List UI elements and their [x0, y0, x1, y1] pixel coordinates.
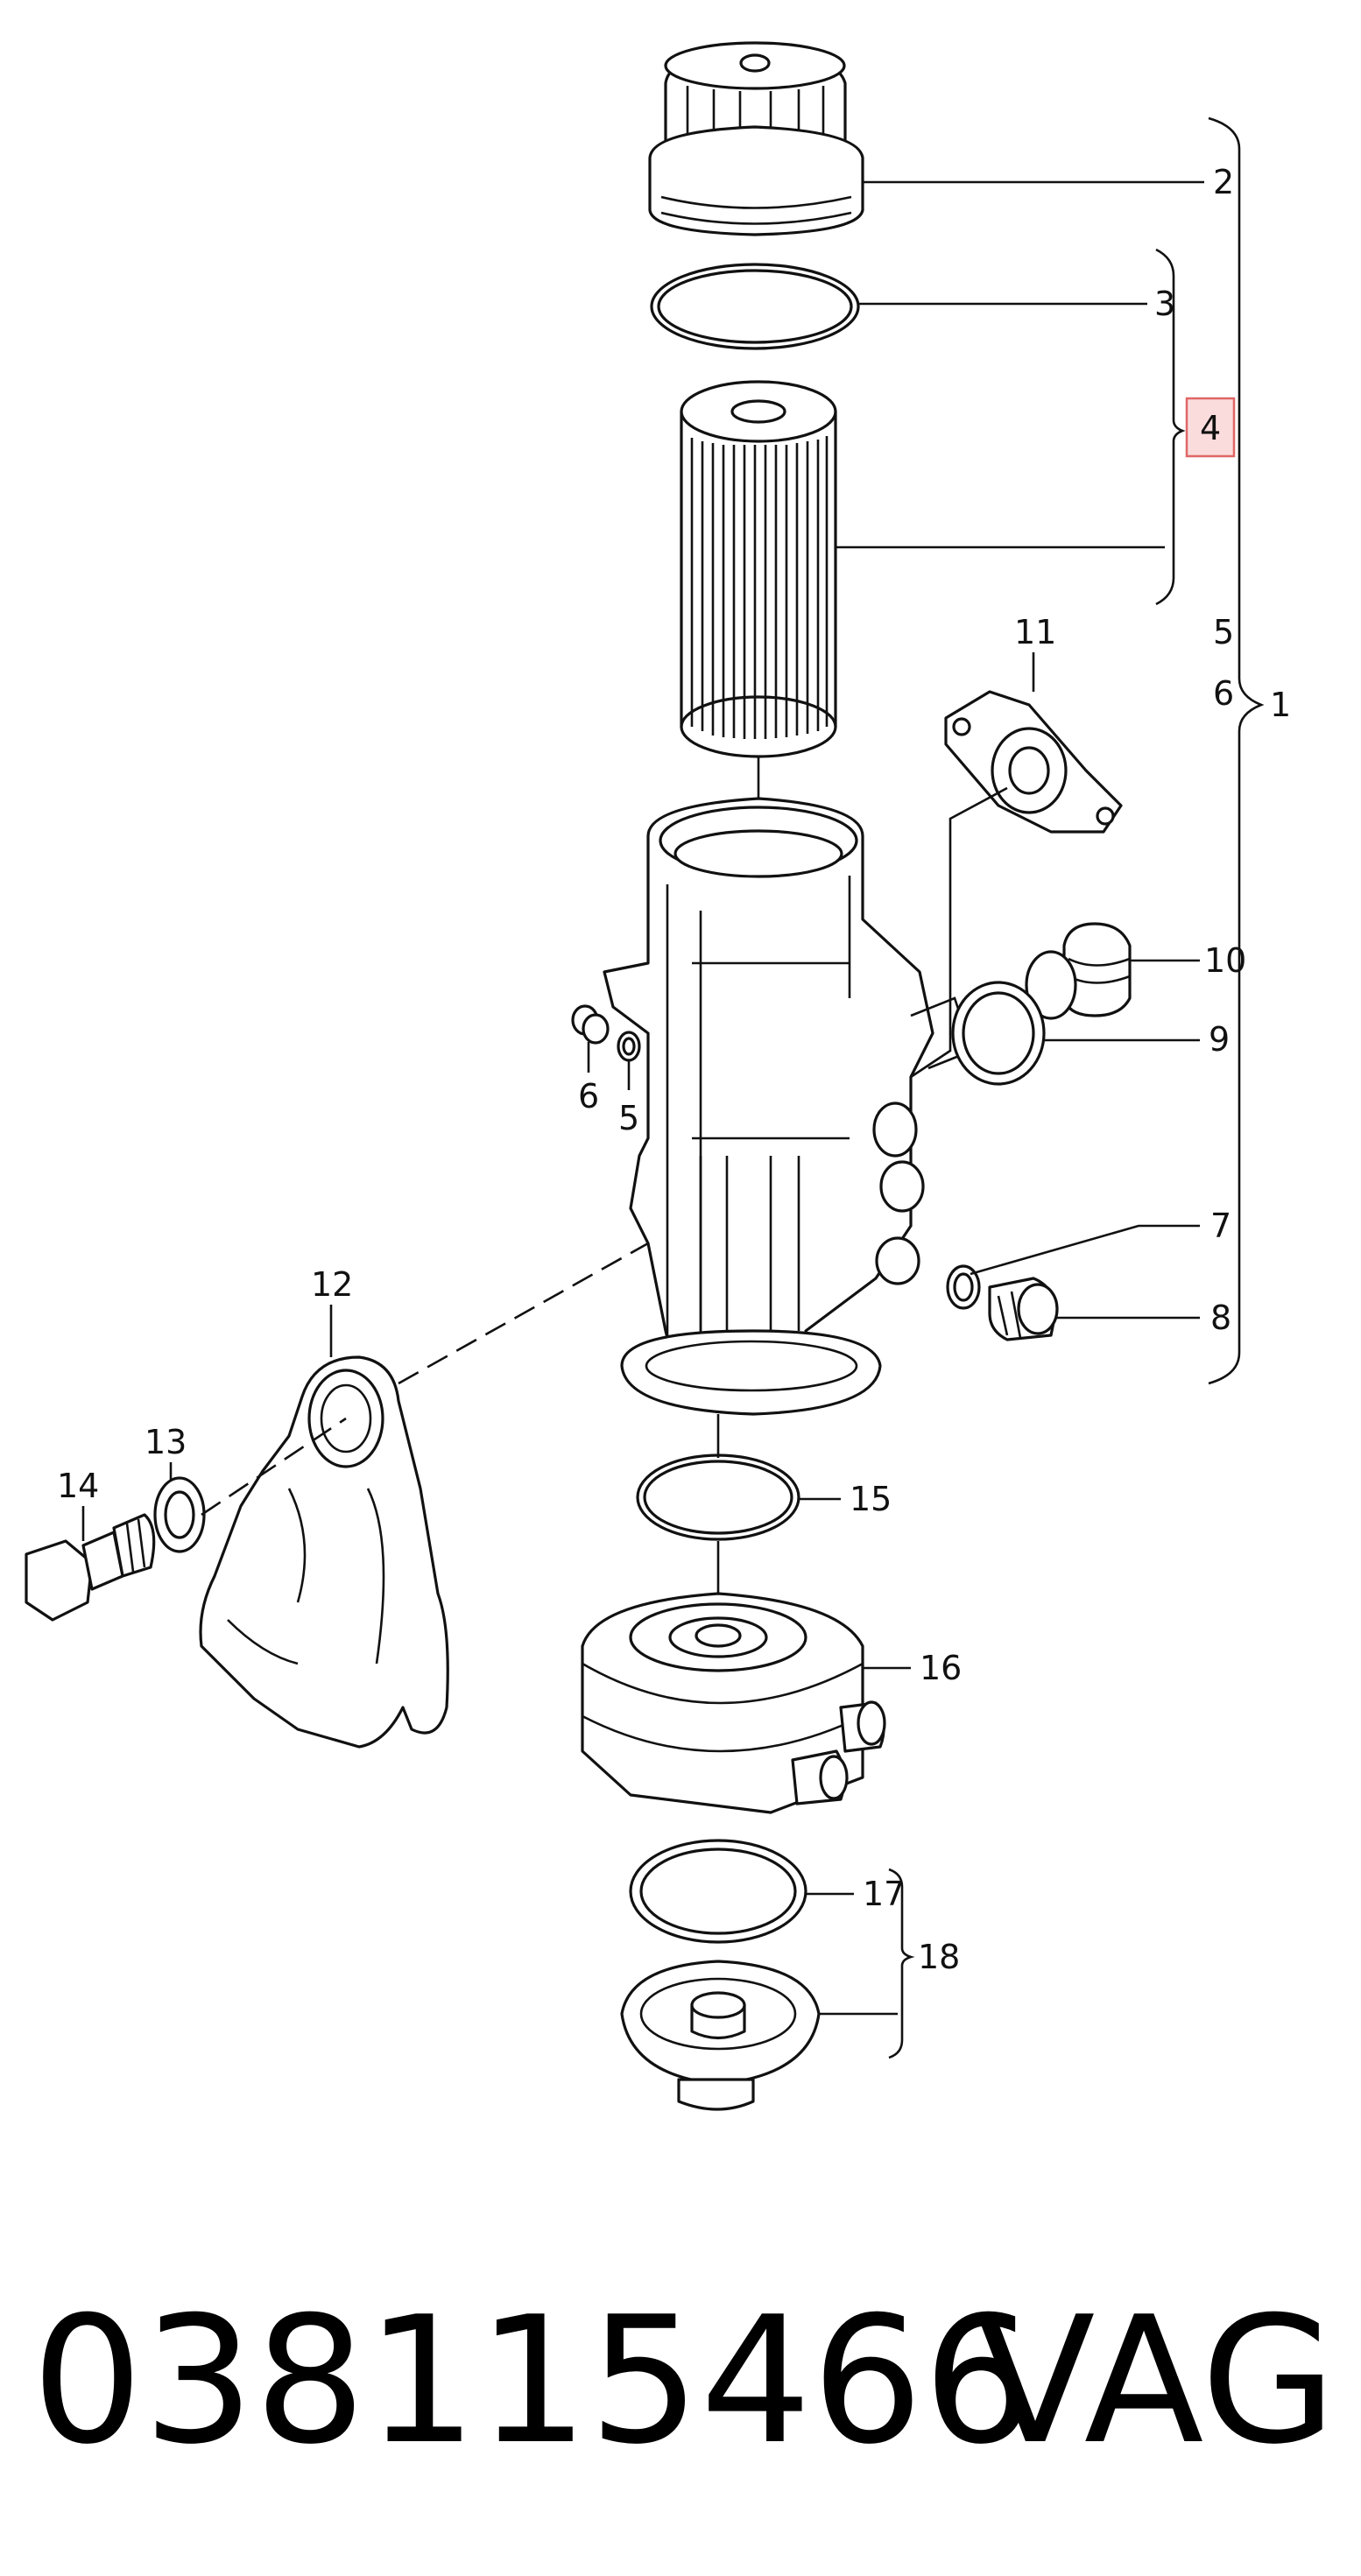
banjo-bolt-14	[25, 1513, 156, 1622]
callout-1: 1	[1270, 686, 1291, 724]
small-seal-5	[617, 1031, 641, 1062]
callout-3: 3	[1154, 285, 1175, 323]
callout-16: 16	[920, 1649, 962, 1687]
seal-ring-9	[951, 981, 1046, 1086]
mounting-bracket	[199, 1355, 449, 1749]
drain-plug-8	[988, 1277, 1059, 1341]
washer-13	[153, 1476, 206, 1553]
callout-7: 7	[1210, 1207, 1231, 1245]
highlight-box-4	[1185, 397, 1236, 458]
flange-axis	[910, 786, 1008, 1079]
callout-2: 2	[1213, 163, 1234, 201]
oil-cooler	[581, 1592, 886, 1814]
brace-4	[1155, 248, 1186, 606]
filter-element	[680, 380, 837, 758]
footer-caption: 038115466 VAG	[32, 2277, 1336, 2487]
threaded-plug-10	[1025, 922, 1132, 1020]
callout-14: 14	[57, 1467, 99, 1505]
callout-15: 15	[850, 1480, 892, 1518]
o-ring-upper	[650, 263, 860, 350]
callout-9: 9	[1209, 1020, 1230, 1059]
callout-4: 4	[1200, 409, 1221, 447]
callout-5: 5	[1213, 613, 1234, 651]
gasket-flange	[944, 690, 1123, 834]
callout-13: 13	[145, 1423, 187, 1461]
callout-5b: 5	[618, 1099, 639, 1137]
callout-11: 11	[1014, 613, 1056, 651]
brand-name: VAG	[975, 2279, 1336, 2483]
exploded-parts-diagram: 2 3 4 5 6 1 11 10 9 6 5 7 8 12 13 14 15 …	[25, 41, 1291, 2111]
bracket-bolt-axis	[201, 1242, 649, 1517]
callout-12: 12	[311, 1265, 353, 1304]
callout-6: 6	[1213, 674, 1234, 713]
small-plug-6	[571, 1004, 610, 1045]
callout-10: 10	[1204, 941, 1246, 980]
brace-18	[888, 1868, 915, 2059]
o-ring-15	[636, 1453, 800, 1541]
brace-1	[1208, 116, 1265, 1385]
o-ring-17	[629, 1839, 807, 1944]
part-number: 038115466	[32, 2279, 1035, 2483]
leader-7	[970, 1224, 1200, 1276]
oil-filter-cap	[648, 41, 864, 236]
seal-ring-7	[946, 1264, 981, 1310]
callout-6b: 6	[578, 1077, 599, 1116]
cooler-cover	[620, 1960, 821, 2111]
oil-filter-housing	[603, 797, 974, 1416]
callout-17: 17	[863, 1875, 905, 1913]
callout-18: 18	[918, 1938, 960, 1976]
callout-8: 8	[1210, 1299, 1231, 1337]
